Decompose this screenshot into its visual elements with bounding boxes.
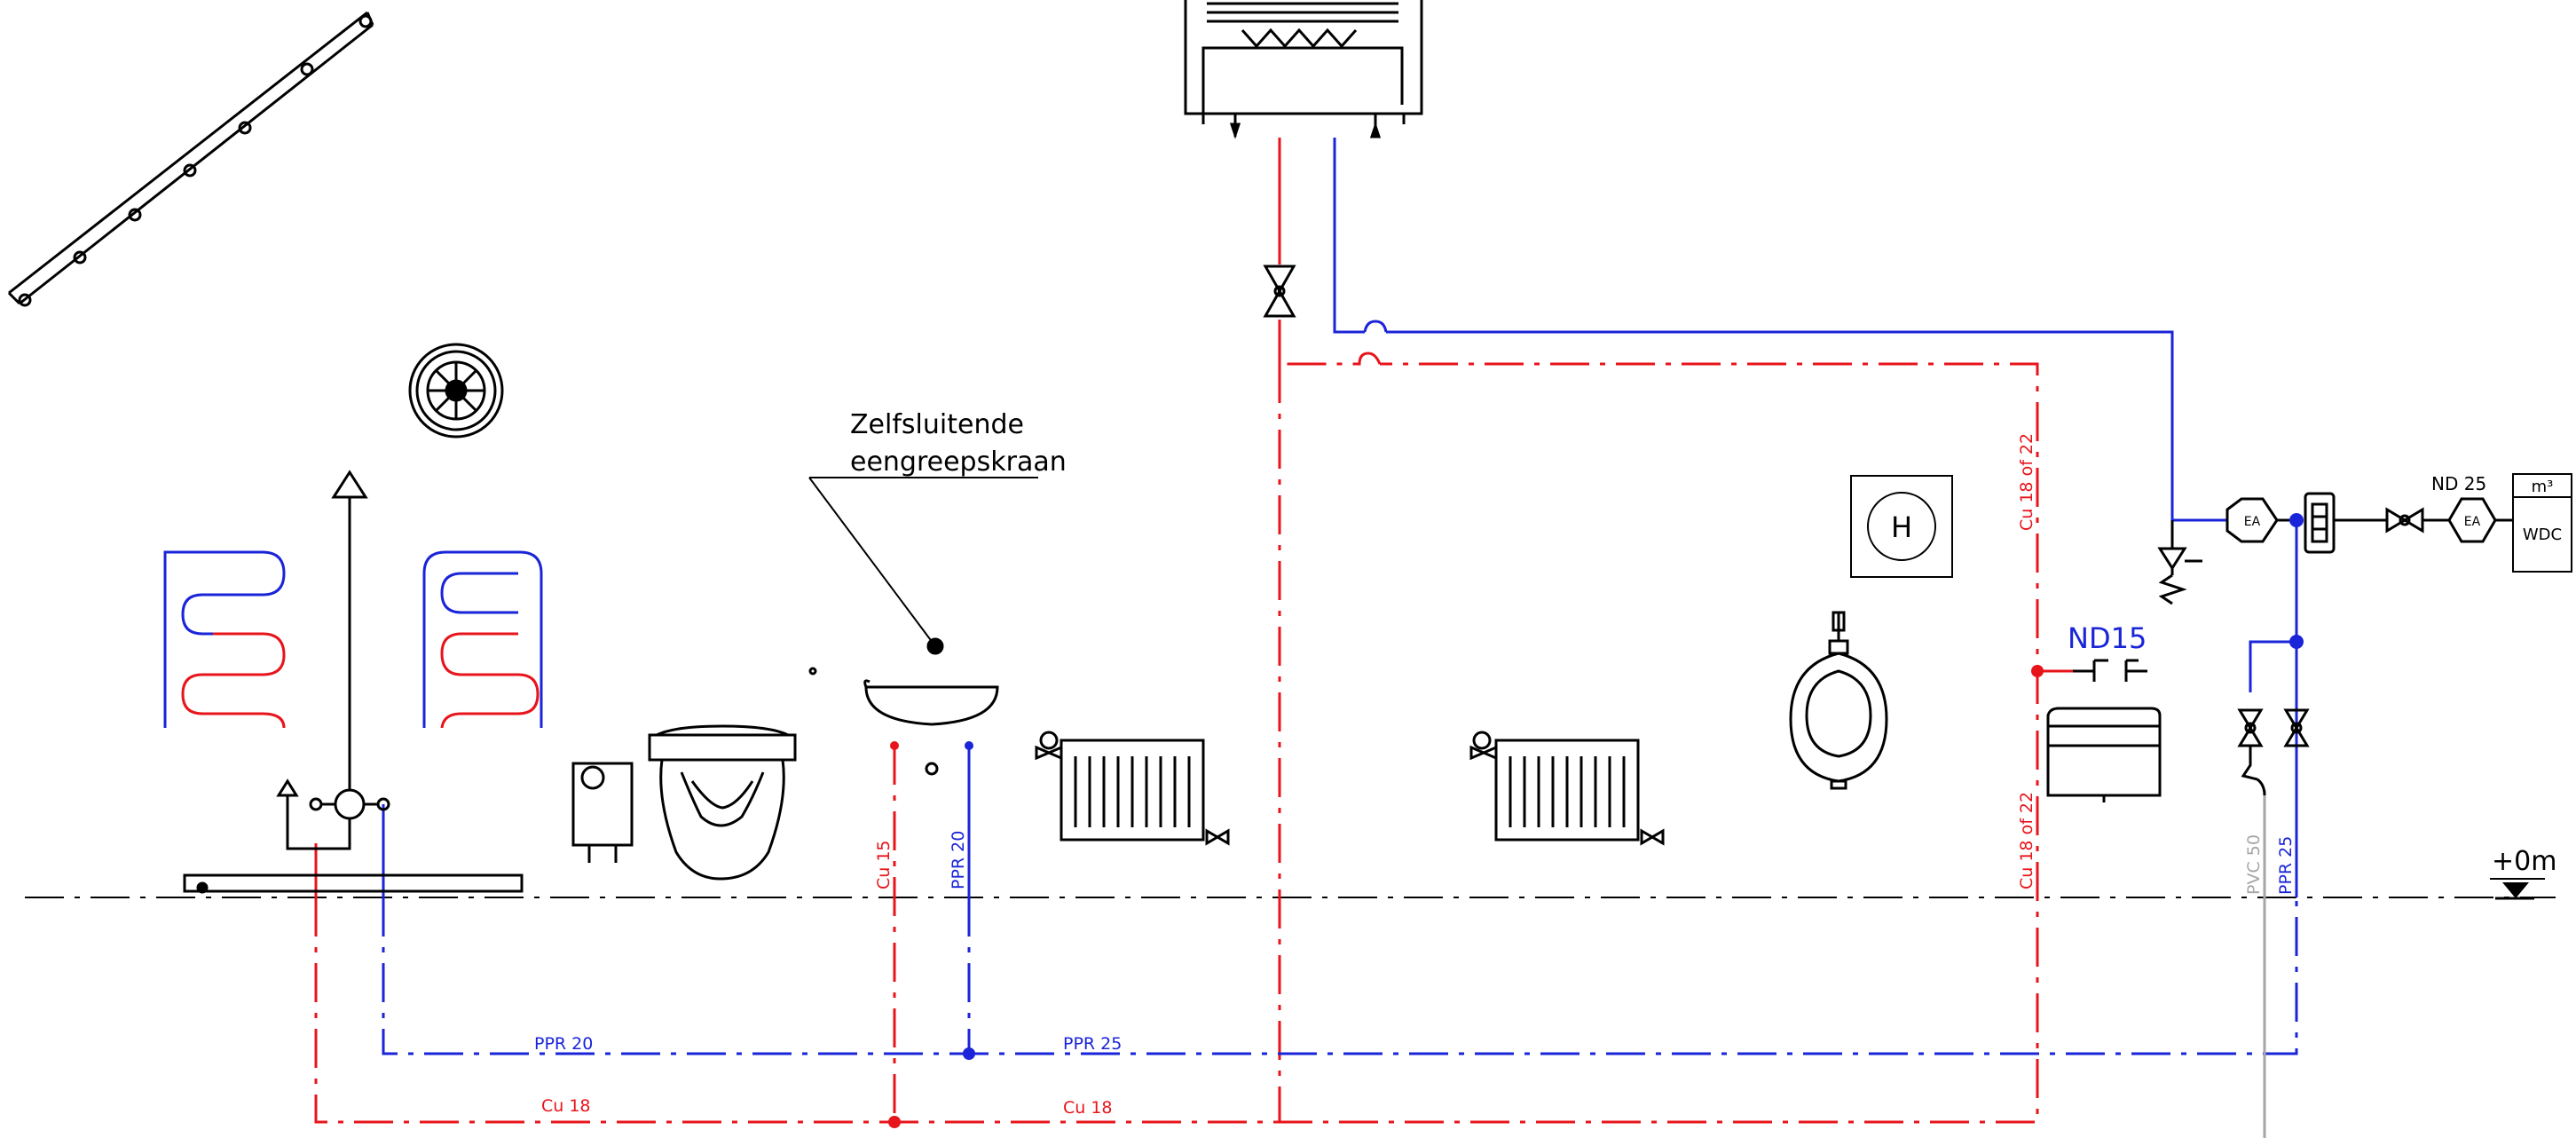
label-ppr25-riser: PPR 25 bbox=[2276, 836, 2296, 895]
cistern-icon bbox=[2046, 707, 2162, 802]
cold-water-pipes-dashed bbox=[382, 897, 2298, 1055]
cold-junction-3 bbox=[2289, 635, 2304, 649]
level-label: +0m bbox=[2492, 846, 2556, 877]
label-ppr25-horizontal: PPR 25 bbox=[1063, 1034, 1122, 1054]
cold-junction-4 bbox=[2289, 513, 2304, 527]
label-ppr20-horizontal: PPR 20 bbox=[534, 1034, 593, 1054]
boiler-icon bbox=[1184, 0, 1423, 139]
urinal-icon bbox=[1789, 611, 1888, 790]
toilet-icon bbox=[648, 724, 797, 881]
cold-junction-2 bbox=[965, 741, 973, 750]
annotation-line2: eengreepskraan bbox=[850, 447, 1067, 478]
hot-water-pipes-solid bbox=[314, 138, 2073, 897]
ea-label-2: EA bbox=[2464, 515, 2481, 529]
meter-size: ND 25 bbox=[2431, 473, 2486, 494]
label-cu18-mid: Cu 18 bbox=[1063, 1098, 1113, 1118]
check-valve-icon bbox=[2225, 497, 2289, 543]
solar-collector-icon bbox=[7, 11, 374, 307]
stop-valve-icon bbox=[2237, 708, 2310, 747]
heater-symbol: H bbox=[1891, 510, 1912, 544]
hot-junction-1 bbox=[888, 1116, 901, 1128]
hot-junction-2 bbox=[890, 741, 899, 750]
stop-valve-icon bbox=[2073, 659, 2147, 682]
radiator-icon bbox=[1469, 731, 1665, 846]
water-heater-icon bbox=[571, 762, 634, 863]
label-cu18of22-upper: Cu 18 of 22 bbox=[2017, 433, 2036, 531]
label-cu18of22-lower: Cu 18 of 22 bbox=[2017, 792, 2036, 889]
label-ppr20-riser: PPR 20 bbox=[949, 831, 968, 889]
cold-junction-1 bbox=[963, 1047, 975, 1060]
label-cu18-left: Cu 18 bbox=[541, 1096, 591, 1116]
level-marker: +0m bbox=[2490, 846, 2556, 900]
meter-box bbox=[2512, 473, 2572, 573]
stop-valve-icon bbox=[1263, 265, 1296, 318]
radiator-icon bbox=[1035, 731, 1230, 846]
fan-icon bbox=[408, 343, 504, 439]
ea-label-1: EA bbox=[2244, 515, 2261, 529]
meter-name: WDC bbox=[2523, 526, 2562, 544]
annotation-leader bbox=[808, 477, 1038, 647]
heater-box bbox=[1850, 475, 1953, 578]
cold-water-pipes bbox=[382, 138, 2298, 897]
shower-mixer-icon bbox=[183, 470, 524, 894]
safety-valve-icon bbox=[2241, 746, 2266, 796]
floor-heating-icon bbox=[163, 550, 543, 729]
annotation-line1: Zelfsluitende bbox=[850, 409, 1024, 440]
label-cu15: Cu 15 bbox=[874, 840, 894, 889]
stop-valve-icon bbox=[2385, 507, 2449, 533]
meter-unit: m³ bbox=[2532, 478, 2554, 496]
hot-water-pipes bbox=[314, 352, 2039, 1124]
label-pvc50: PVC 50 bbox=[2244, 834, 2264, 895]
pressure-reducer-icon bbox=[2157, 520, 2202, 605]
hot-junction-3 bbox=[2031, 665, 2044, 677]
water-meter-icon bbox=[2304, 492, 2387, 554]
valve-label: ND15 bbox=[2068, 621, 2147, 655]
pipe-labels: Cu 15 PPR 20 PPR 20 PPR 25 Cu 18 Cu 18 C… bbox=[534, 433, 2296, 1118]
check-valve-icon bbox=[2447, 497, 2513, 543]
